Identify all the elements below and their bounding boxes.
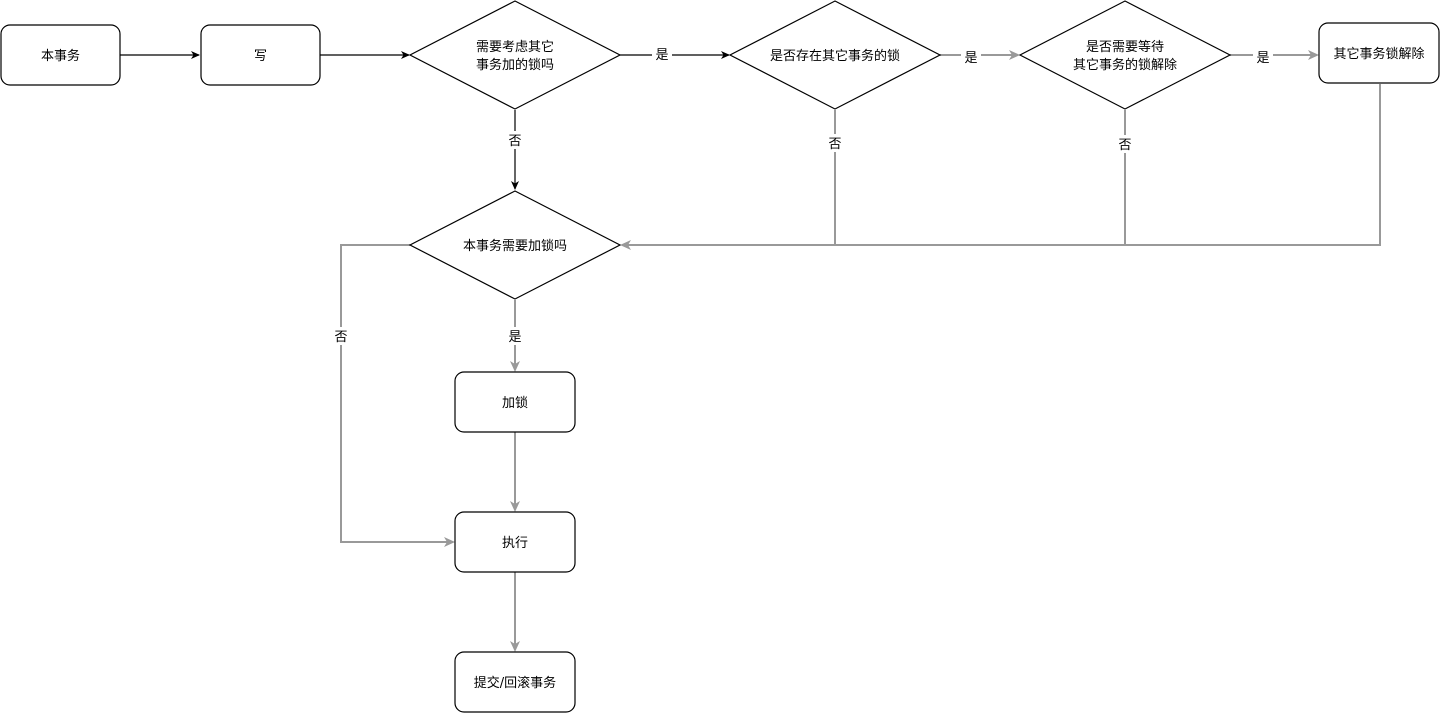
edge-label-consider-no: 否 [508, 134, 521, 149]
edge-label-exists-no: 否 [828, 137, 841, 152]
decision-need-lock: 本事务需要加锁吗 [408, 190, 622, 300]
node-add-lock-label: 加锁 [502, 395, 528, 411]
node-other-lock-released: 其它事务锁解除 [1318, 22, 1440, 84]
decision-other-lock-exists-label: 是否存在其它事务的锁 [770, 48, 900, 64]
node-other-lock-released-label: 其它事务锁解除 [1333, 46, 1424, 62]
decision-need-lock-label: 本事务需要加锁吗 [463, 238, 567, 254]
edge-label-needlock-no: 否 [334, 330, 347, 345]
decision-other-lock-exists: 是否存在其它事务的锁 [728, 0, 942, 110]
edge-label-consider-yes: 是 [655, 48, 668, 63]
edge-label-wait-yes: 是 [1256, 51, 1269, 66]
node-execute: 执行 [454, 511, 576, 573]
node-commit-rollback: 提交/回滚事务 [454, 651, 576, 713]
edge-released-to-needlock [620, 84, 1381, 250]
edge-label-exists-yes: 是 [964, 51, 977, 66]
edge-needlock-to-execute [340, 244, 455, 547]
decision-need-wait-line1: 是否需要等待 [1086, 39, 1164, 55]
edge-label-needlock-yes: 是 [508, 330, 521, 345]
node-write: 写 [200, 24, 321, 86]
node-add-lock: 加锁 [454, 371, 576, 433]
node-commit-rollback-label: 提交/回滚事务 [474, 675, 556, 691]
decision-consider-other-locks: 需要考虑其它 事务加的锁吗 [408, 0, 622, 110]
node-write-label: 写 [254, 49, 267, 64]
edge-label-wait-no: 否 [1118, 138, 1131, 153]
decision-need-wait: 是否需要等待 其它事务的锁解除 [1018, 0, 1232, 110]
decision-consider-other-locks-line1: 需要考虑其它 [476, 39, 554, 55]
decision-need-wait-line2: 其它事务的锁解除 [1073, 57, 1177, 73]
node-execute-label: 执行 [502, 536, 528, 551]
node-this-transaction: 本事务 [0, 24, 121, 86]
node-this-transaction-label: 本事务 [41, 48, 80, 64]
decision-consider-other-locks-line2: 事务加的锁吗 [476, 57, 554, 73]
